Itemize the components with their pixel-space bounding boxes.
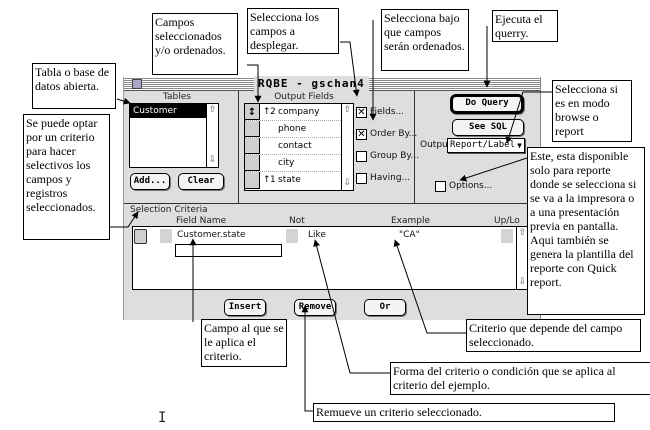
- row-handle[interactable]: [245, 138, 260, 154]
- criteria-operator[interactable]: Like: [308, 230, 326, 240]
- tables-scrollbar[interactable]: ⇧ ⇩: [206, 104, 218, 167]
- tables-list[interactable]: Customer ⇧ ⇩: [129, 103, 219, 168]
- criteria-scrollbar[interactable]: ⇧ ⇩: [516, 227, 528, 289]
- callout-tabla: Tabla o base de datos abierta.: [32, 63, 116, 109]
- options-label: Options...: [449, 181, 493, 191]
- or-button[interactable]: Or: [364, 299, 406, 316]
- sort-order: 2: [270, 107, 276, 117]
- table-item-customer[interactable]: Customer: [130, 104, 218, 118]
- criteria-list[interactable]: Customer.state Like "CA" ⇧ ⇩: [132, 226, 529, 290]
- criteria-example[interactable]: "CA": [399, 230, 420, 240]
- callout-campos-seleccionados: Campos seleccionados y/o ordenados.: [152, 13, 238, 75]
- close-box-icon[interactable]: [132, 79, 142, 89]
- leader-remueve: [301, 305, 313, 412]
- scroll-down-arrow-icon[interactable]: ⇩: [343, 178, 352, 188]
- window-title: RQBE - gschan4: [254, 76, 369, 91]
- criteria-field-input[interactable]: [175, 244, 282, 257]
- output-field-row[interactable]: city: [245, 155, 353, 172]
- fields-checkbox[interactable]: ✕: [356, 107, 367, 118]
- up-lo-header: Up/Lo: [494, 216, 520, 226]
- field-name: phone: [278, 124, 307, 134]
- text-cursor-icon: I: [158, 410, 167, 426]
- callout-selecciona-campos: Selecciona los campos a desplegar.: [247, 8, 339, 54]
- field-name: company: [278, 107, 320, 117]
- callout-campo-criterio: Campo al que se le aplica el criterio.: [201, 319, 287, 367]
- reorder-handle-icon[interactable]: ↕: [245, 104, 260, 120]
- having-checkbox[interactable]: [356, 173, 367, 184]
- field-name-header: Field Name: [176, 216, 227, 226]
- not-toggle[interactable]: [286, 229, 298, 243]
- add-table-button[interactable]: Add...: [130, 173, 170, 190]
- scroll-down-arrow-icon[interactable]: ⇩: [208, 155, 217, 165]
- tables-title: Tables: [163, 92, 191, 102]
- field-name: state: [278, 175, 301, 185]
- scroll-up-arrow-icon[interactable]: ⇧: [518, 228, 527, 238]
- up-lo-toggle[interactable]: [501, 229, 513, 243]
- selection-criteria-title: Selection Criteria: [130, 205, 208, 215]
- criteria-field-name[interactable]: Customer.state: [177, 230, 246, 240]
- callout-opciones-reporte: Este, esta disponible solo para reporte …: [527, 147, 645, 315]
- field-name: contact: [278, 141, 312, 151]
- output-select-value: Report/Label: [450, 140, 516, 150]
- having-label: Having...: [370, 173, 411, 183]
- example-header: Example: [391, 216, 431, 226]
- row-handle[interactable]: [245, 155, 260, 171]
- output-field-row[interactable]: ↕ ↑ 2 company: [245, 104, 353, 121]
- order-by-label: Order By...: [370, 129, 418, 139]
- callout-selecciona-orden: Selecciona bajo que campos serán ordenad…: [381, 9, 469, 71]
- output-fields-title: Output Fields: [274, 92, 334, 102]
- output-field-row[interactable]: phone: [245, 121, 353, 138]
- clear-tables-button[interactable]: Clear: [178, 173, 224, 190]
- check-mark-icon: ✕: [357, 129, 366, 140]
- section-divider: [124, 203, 542, 204]
- sort-order: 1: [270, 175, 276, 185]
- callout-criterio-opcional: Se puede optar por un criterio para hace…: [23, 114, 110, 240]
- not-header: Not: [289, 216, 305, 226]
- callout-forma-criterio: Forma del criterio o condición que se ap…: [390, 362, 650, 395]
- criteria-row-handle[interactable]: [134, 229, 147, 244]
- dropdown-arrow-icon: ▼: [517, 141, 522, 150]
- check-mark-icon: ✕: [357, 107, 366, 118]
- see-sql-button[interactable]: See SQL: [452, 119, 524, 136]
- output-field-row[interactable]: contact: [245, 138, 353, 155]
- gray-cell: [160, 229, 172, 243]
- callout-criterio-depende: Criterio que depende del campo seleccion…: [466, 319, 641, 352]
- scroll-down-arrow-icon[interactable]: ⇩: [518, 277, 527, 287]
- output-field-row[interactable]: ↑ 1 state: [245, 172, 353, 189]
- rqbe-window: RQBE - gschan4 Tables Customer ⇧ ⇩ Add..…: [123, 76, 542, 320]
- scroll-up-arrow-icon[interactable]: ⇧: [343, 105, 352, 115]
- callout-ejecuta: Ejecuta el querry.: [492, 10, 558, 42]
- output-select[interactable]: Report/Label ▼: [447, 138, 525, 153]
- title-bar[interactable]: RQBE - gschan4: [124, 76, 540, 91]
- field-name: city: [278, 158, 295, 168]
- do-query-button[interactable]: Do Query: [450, 94, 524, 114]
- group-by-label: Group By...: [370, 151, 420, 161]
- pane-divider: [238, 91, 239, 203]
- output-fields-list[interactable]: ↕ ↑ 2 company phone contact city ↑ 1 sta…: [244, 103, 354, 191]
- output-fields-scrollbar[interactable]: ⇧ ⇩: [341, 104, 353, 190]
- sort-arrow: ↑: [263, 107, 271, 117]
- callout-remueve: Remueve un criterio seleccionado.: [313, 403, 615, 422]
- row-handle[interactable]: [245, 172, 260, 189]
- sort-arrow: ↑: [263, 175, 271, 185]
- remove-button[interactable]: Remove: [294, 299, 336, 316]
- fields-label: Fields...: [370, 107, 405, 117]
- insert-button[interactable]: Insert: [224, 299, 266, 316]
- row-handle[interactable]: [245, 121, 260, 137]
- scroll-up-arrow-icon[interactable]: ⇧: [208, 105, 217, 115]
- pane-divider: [414, 91, 415, 203]
- callout-modo: Selecciona si es en modo browse o report: [552, 80, 632, 142]
- options-checkbox[interactable]: [435, 181, 446, 192]
- group-by-checkbox[interactable]: [356, 151, 367, 162]
- order-by-checkbox[interactable]: ✕: [356, 129, 367, 140]
- output-label: Output: [420, 140, 452, 150]
